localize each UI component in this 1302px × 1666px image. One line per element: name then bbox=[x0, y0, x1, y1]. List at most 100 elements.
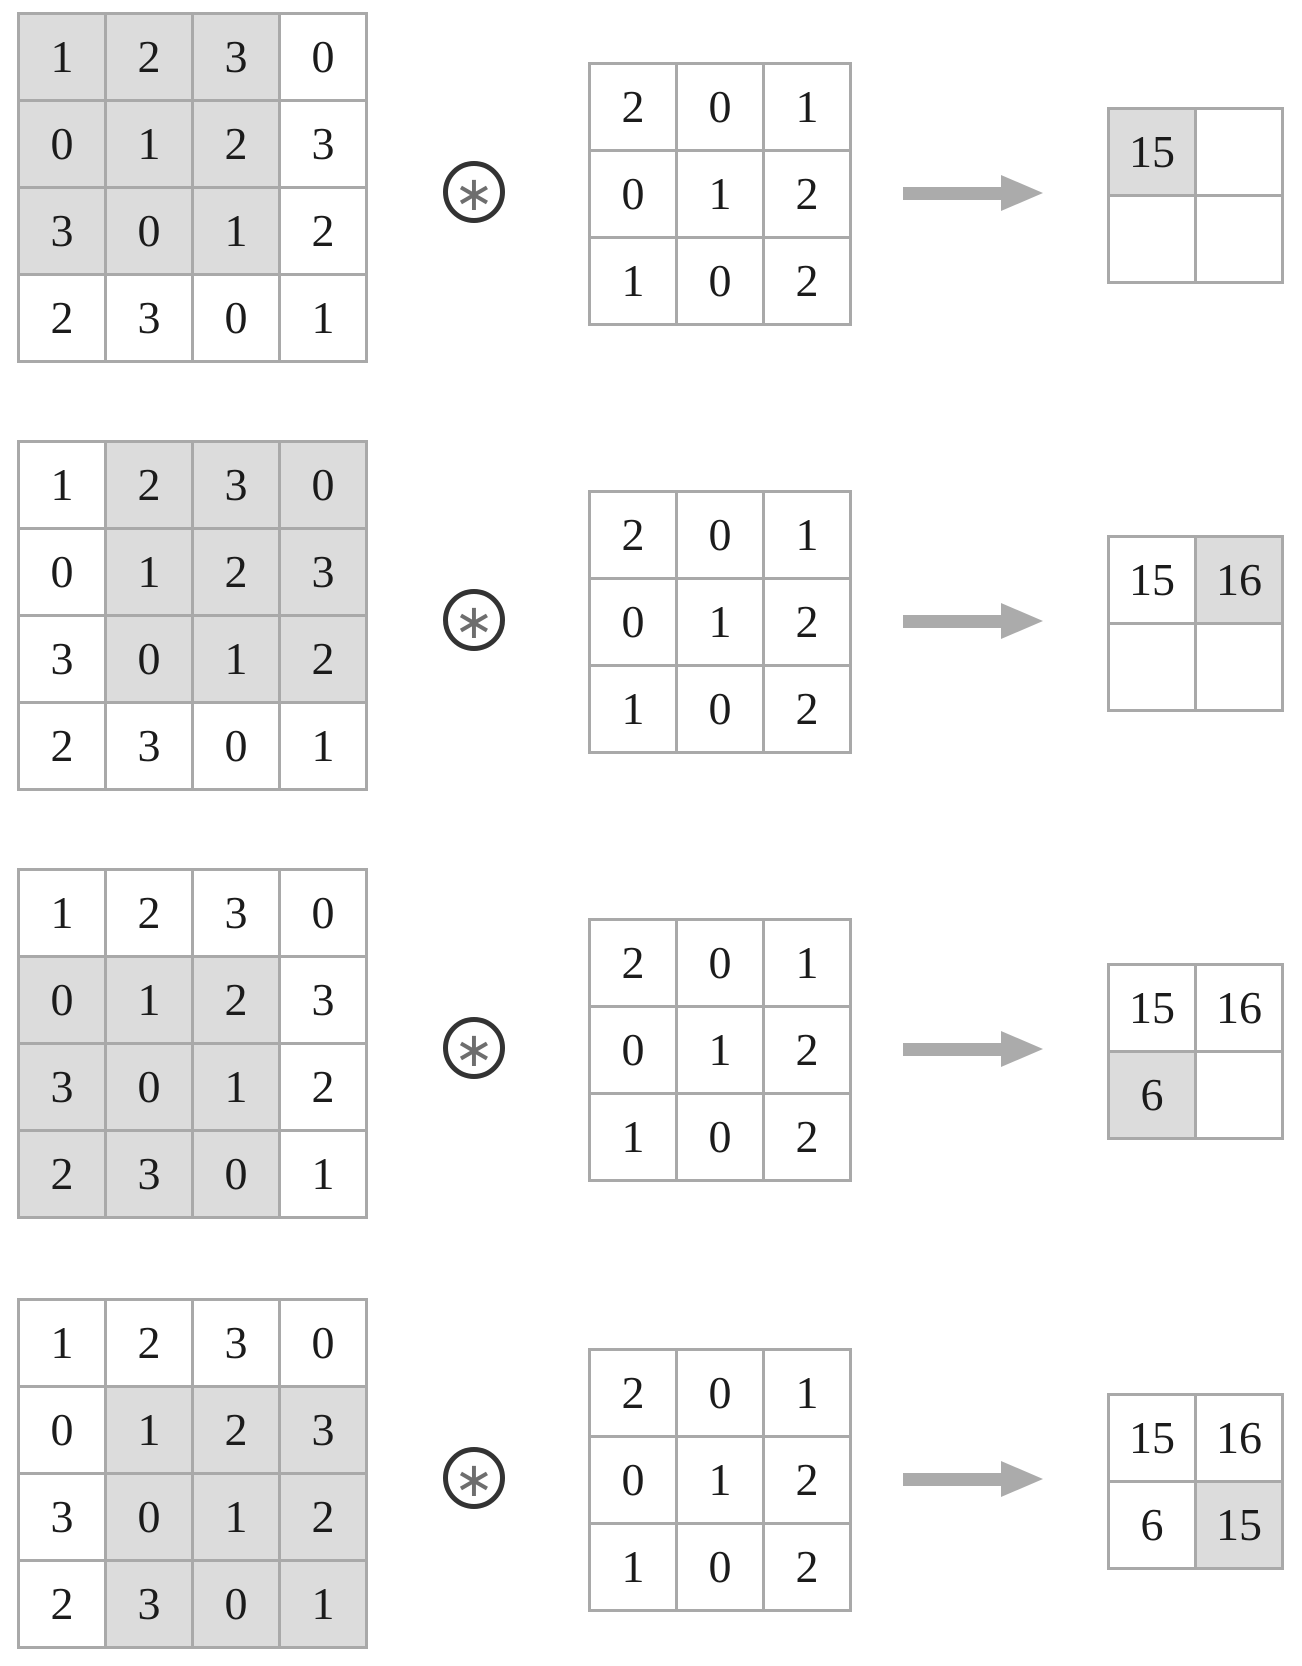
output-cell: 15 bbox=[1110, 1396, 1194, 1480]
kernel-cell: 2 bbox=[765, 1525, 849, 1609]
input-cell: 0 bbox=[281, 1301, 365, 1385]
input-cell: 3 bbox=[20, 617, 104, 701]
kernel-cell: 1 bbox=[765, 1351, 849, 1435]
output-cell: 16 bbox=[1197, 1396, 1281, 1480]
arrow-right-icon bbox=[903, 1461, 1043, 1497]
input-cell: 3 bbox=[281, 1388, 365, 1472]
kernel-cell: 2 bbox=[765, 667, 849, 751]
input-cell: 2 bbox=[281, 1045, 365, 1129]
kernel-cell: 1 bbox=[765, 493, 849, 577]
input-cell: 3 bbox=[281, 102, 365, 186]
arrow-head bbox=[1001, 1461, 1043, 1497]
input-cell: 0 bbox=[194, 1562, 278, 1646]
input-cell: 3 bbox=[281, 530, 365, 614]
input-cell: 2 bbox=[194, 102, 278, 186]
input-cell: 2 bbox=[281, 617, 365, 701]
kernel-cell: 0 bbox=[678, 1095, 762, 1179]
input-cell: 3 bbox=[281, 958, 365, 1042]
arrow-head bbox=[1001, 603, 1043, 639]
output-cell bbox=[1197, 1053, 1281, 1137]
input-cell: 3 bbox=[107, 1562, 191, 1646]
convolution-operator-icon: ∗ bbox=[443, 1447, 505, 1509]
input-cell: 0 bbox=[281, 15, 365, 99]
input-cell: 2 bbox=[20, 276, 104, 360]
input-cell: 1 bbox=[281, 276, 365, 360]
kernel-cell: 0 bbox=[678, 65, 762, 149]
input-cell: 2 bbox=[194, 1388, 278, 1472]
output-cell: 16 bbox=[1197, 538, 1281, 622]
kernel-cell: 1 bbox=[678, 1438, 762, 1522]
input-cell: 2 bbox=[194, 958, 278, 1042]
output-cell bbox=[1110, 625, 1194, 709]
arrow-shaft bbox=[903, 615, 1003, 628]
kernel-cell: 2 bbox=[765, 1438, 849, 1522]
kernel-cell: 1 bbox=[591, 239, 675, 323]
input-cell: 1 bbox=[194, 189, 278, 273]
input-cell: 2 bbox=[107, 1301, 191, 1385]
kernel-cell: 2 bbox=[591, 921, 675, 1005]
output-cell: 15 bbox=[1110, 966, 1194, 1050]
input-cell: 1 bbox=[281, 1562, 365, 1646]
input-cell: 1 bbox=[20, 1301, 104, 1385]
kernel-cell: 1 bbox=[678, 1008, 762, 1092]
input-cell: 3 bbox=[20, 189, 104, 273]
kernel-cell: 0 bbox=[591, 1008, 675, 1092]
input-cell: 0 bbox=[281, 443, 365, 527]
convolution-operator-icon: ∗ bbox=[443, 161, 505, 223]
kernel-cell: 1 bbox=[591, 667, 675, 751]
kernel-cell: 1 bbox=[678, 580, 762, 664]
input-cell: 2 bbox=[107, 15, 191, 99]
input-cell: 1 bbox=[107, 958, 191, 1042]
asterisk-operator-glyph: ∗ bbox=[453, 166, 495, 222]
kernel-cell: 0 bbox=[591, 1438, 675, 1522]
input-cell: 3 bbox=[107, 276, 191, 360]
input-cell: 3 bbox=[20, 1045, 104, 1129]
kernel-cell: 0 bbox=[591, 152, 675, 236]
kernel-cell: 2 bbox=[765, 239, 849, 323]
kernel-cell: 2 bbox=[765, 1008, 849, 1092]
input-cell: 0 bbox=[20, 102, 104, 186]
input-cell: 0 bbox=[20, 530, 104, 614]
input-cell: 0 bbox=[107, 189, 191, 273]
arrow-head bbox=[1001, 1031, 1043, 1067]
kernel-cell: 2 bbox=[591, 1351, 675, 1435]
kernel-cell: 0 bbox=[591, 580, 675, 664]
input-cell: 3 bbox=[194, 1301, 278, 1385]
output-cell bbox=[1197, 110, 1281, 194]
output-cell: 15 bbox=[1197, 1483, 1281, 1567]
output-cell bbox=[1197, 625, 1281, 709]
kernel-cell: 2 bbox=[765, 152, 849, 236]
kernel-cell: 0 bbox=[678, 1525, 762, 1609]
arrow-right-icon bbox=[903, 175, 1043, 211]
kernel-cell: 0 bbox=[678, 667, 762, 751]
input-cell: 0 bbox=[20, 1388, 104, 1472]
input-cell: 2 bbox=[281, 1475, 365, 1559]
input-cell: 0 bbox=[107, 1045, 191, 1129]
input-cell: 2 bbox=[194, 530, 278, 614]
output-cell bbox=[1110, 197, 1194, 281]
input-cell: 1 bbox=[20, 15, 104, 99]
convolution-operator-icon: ∗ bbox=[443, 1017, 505, 1079]
input-cell: 1 bbox=[281, 1132, 365, 1216]
kernel-cell: 1 bbox=[591, 1095, 675, 1179]
output-cell: 15 bbox=[1110, 110, 1194, 194]
kernel-cell: 1 bbox=[678, 152, 762, 236]
input-cell: 0 bbox=[107, 1475, 191, 1559]
input-cell: 3 bbox=[194, 15, 278, 99]
input-cell: 2 bbox=[20, 704, 104, 788]
kernel-cell: 0 bbox=[678, 1351, 762, 1435]
input-cell: 1 bbox=[194, 1045, 278, 1129]
output-cell: 6 bbox=[1110, 1053, 1194, 1137]
input-cell: 2 bbox=[20, 1132, 104, 1216]
